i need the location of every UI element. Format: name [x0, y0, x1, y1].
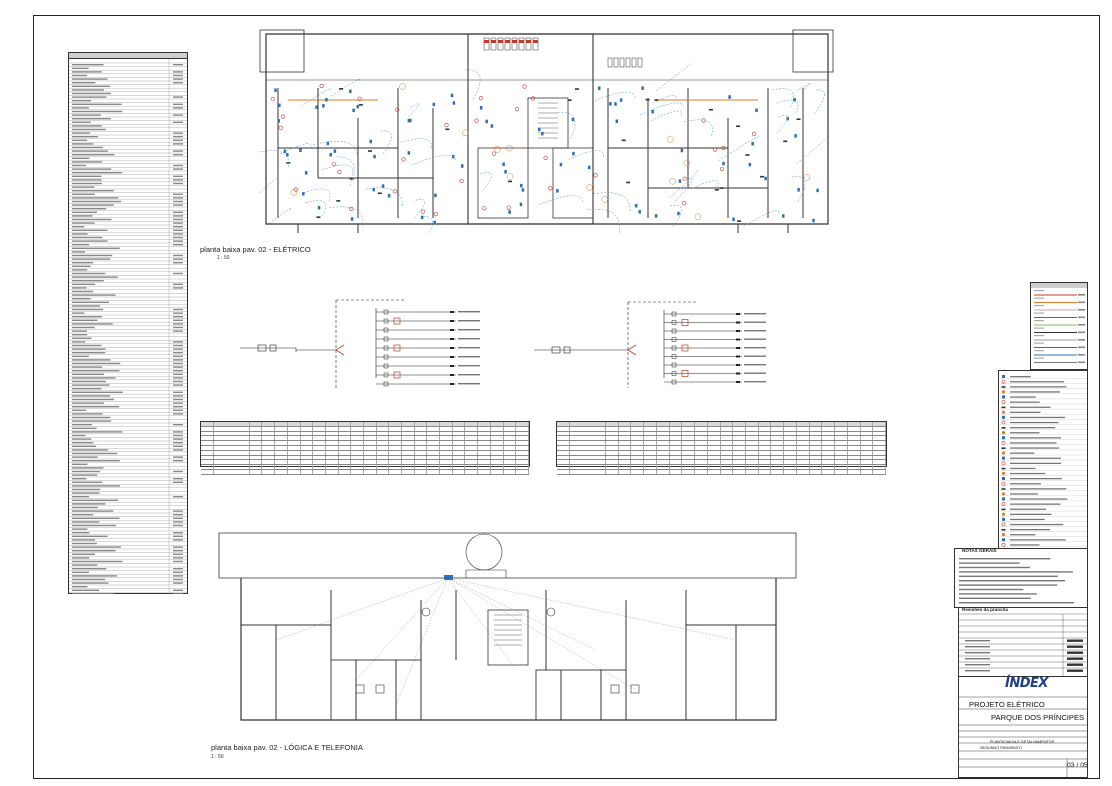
general-notes: [954, 548, 1088, 608]
general-notes-title: NOTAS GERAIS: [962, 548, 997, 553]
load-table-right: [556, 421, 887, 475]
materials-list-rows: [69, 59, 187, 595]
project-name: PARQUE DOS PRÍNCIPES: [991, 713, 1085, 722]
electrical-floor-plan: [258, 29, 834, 233]
drawing-title-logic: planta baixa pav. 02 - LÓGICA E TELEFONI…: [211, 743, 363, 752]
wire-color-legend: [1030, 282, 1088, 370]
drawing-scale-logic: 1 : 50: [211, 754, 224, 760]
single-line-diagram-right: [534, 301, 766, 388]
drawing-scale-electrical: 1 : 50: [217, 255, 230, 261]
logic-telephony-floor-plan: [218, 532, 797, 721]
revisions-table: [958, 607, 1088, 677]
drawing-sheet: [33, 15, 1100, 779]
company-logo: ÍNDEX: [1005, 676, 1048, 691]
symbol-legend: [998, 370, 1088, 552]
load-table-left: [200, 421, 530, 475]
single-line-diagram-left: [240, 299, 480, 390]
drawing-title-electrical: planta baixa pav. 02 - ELÉTRICO: [200, 245, 311, 254]
sheet-number: 03 / 05: [1067, 762, 1088, 769]
title-block: [958, 676, 1088, 778]
floor-name: SEGUNDO PAVIMENTO: [980, 746, 1022, 750]
project-type: PROJETO ELÉTRICO: [969, 700, 1045, 709]
drawing-content: PLANTA BAIXA E DETALHAMENTOS: [990, 740, 1055, 744]
materials-list-header: [69, 53, 187, 59]
revisions-title: Revisões da prancha: [962, 607, 1008, 612]
materials-list-table: [68, 52, 188, 595]
